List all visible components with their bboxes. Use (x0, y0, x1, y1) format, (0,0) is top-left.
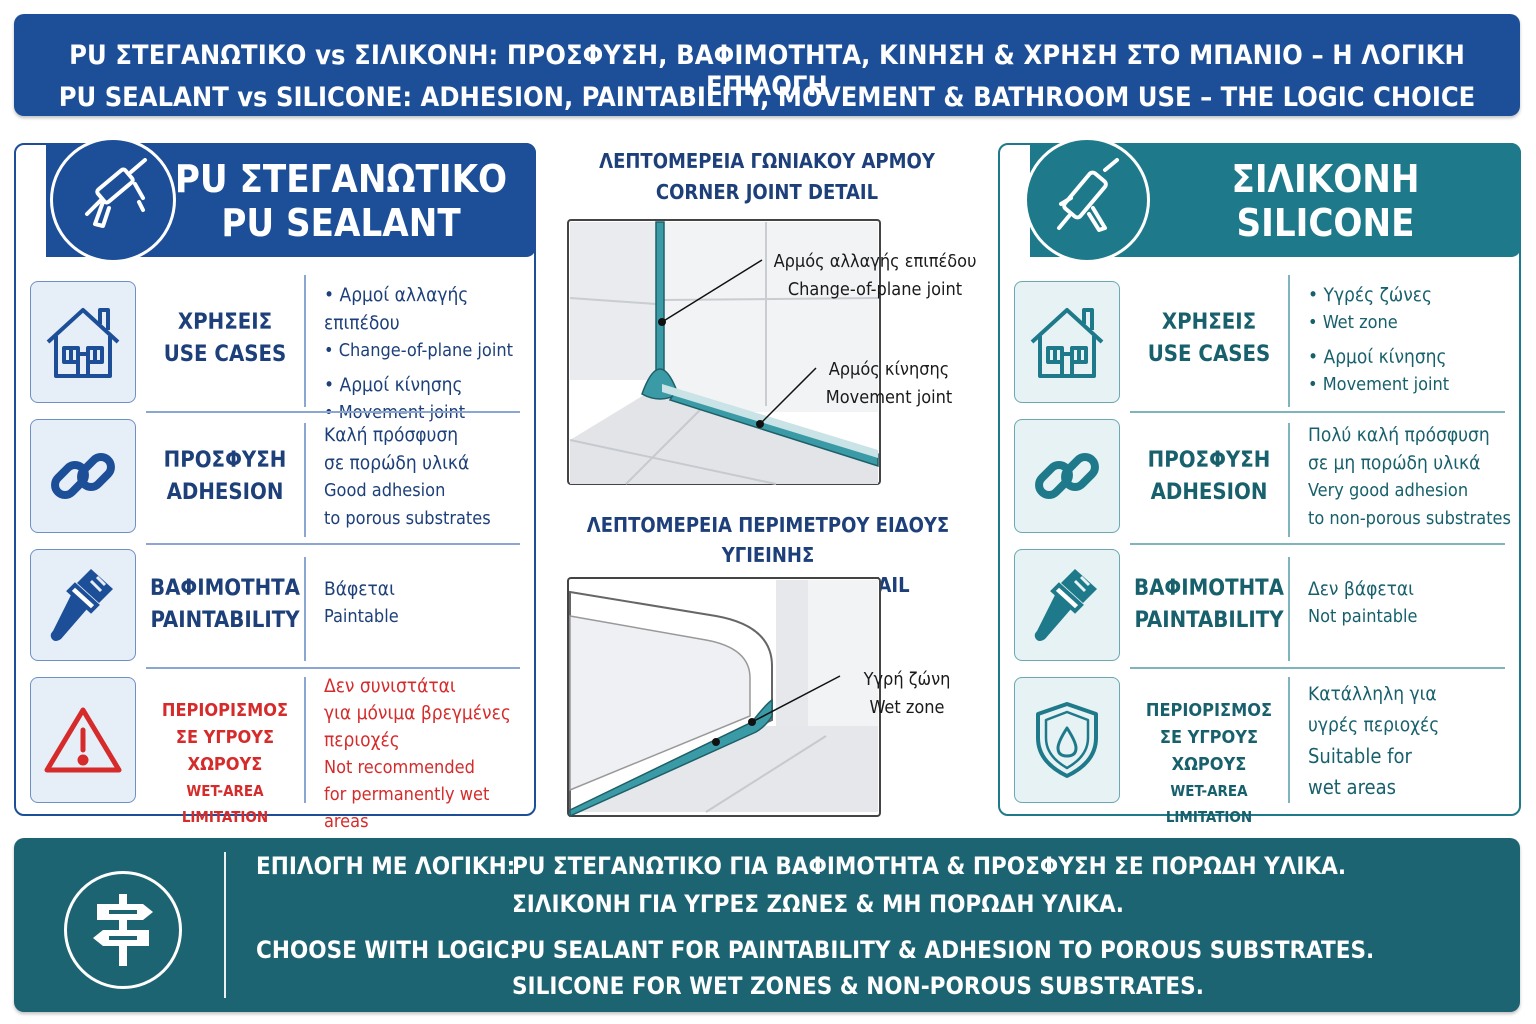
signpost-badge (64, 871, 182, 989)
pu-wet-area-text: Δεν συνιστάται για μόνιμα βρεγμένες περι… (324, 675, 511, 832)
floor-edge (662, 384, 878, 458)
divider (1288, 557, 1290, 661)
divider (1288, 677, 1290, 803)
silicone-tube-badge (1024, 137, 1150, 263)
silicone-use-cases-text: • Υγρές ζώνες • Wet zone • Αρμοί κίνησης… (1308, 284, 1450, 395)
warning-triangle-icon (44, 707, 122, 773)
divider (304, 677, 306, 803)
caulk-tube-icon (1057, 158, 1119, 232)
pu-title-greek: PU ΣΤΕΓΑΝΩΤΙΚΟ (174, 157, 508, 201)
caulk-gun-icon (85, 158, 147, 228)
corner-detail-caption: ΛΕΠΤΟΜΕΡΕΙΑ ΓΩΝΙΑΚΟΥ ΑΡΜΟΥ CORNER JOINT … (599, 149, 935, 204)
header-banner: PU ΣΤΕΓΑΝΩΤΙΚΟ vs ΣΙΛΙΚΟΝΗ: ΠΡΟΣΦΥΣΗ, ΒΑ… (14, 14, 1520, 116)
callout-line (759, 367, 817, 425)
pu-icon-box-adhesion (30, 419, 136, 533)
paint-brush-icon (1034, 569, 1097, 641)
tile-grout (569, 297, 657, 305)
chain-link-icon (51, 453, 115, 499)
silicone-title-greek: ΣΙΛΙΚΟΝΗ (1231, 157, 1420, 201)
house-icon (1030, 308, 1104, 378)
pu-label-wet-area: ΠΕΡΙΟΡΙΣΜΟΣ ΣΕ ΥΓΡΟΥΣ ΧΩΡΟΥΣ WET-AREA LI… (161, 700, 289, 826)
floor (570, 384, 878, 484)
water-shield-icon (1036, 702, 1098, 778)
silicone-panel: ΣΙΛΙΚΟΝΗ SILICONE (998, 137, 1521, 826)
footer-greek-line-1: PU ΣΤΕΓΑΝΩΤΙΚΟ ΓΙΑ ΒΑΦΙΜΟΤΗΤΑ & ΠΡΟΣΦΥΣΗ… (512, 852, 1347, 880)
footer-greek-line-2: ΣΙΛΙΚΟΝΗ ΓΙΑ ΥΓΡΕΣ ΖΩΝΕΣ & ΜΗ ΠΟΡΩΔΗ ΥΛΙ… (512, 890, 1124, 918)
footer-divider (224, 852, 226, 998)
tile-grout (625, 403, 707, 485)
divider (1288, 423, 1290, 537)
silicone-label-use-cases: ΧΡΗΣΕΙΣ USE CASES (1147, 310, 1271, 367)
wall-edge (776, 580, 808, 730)
corner-joint-illustration (567, 219, 881, 485)
corner-note-movement: Αρμός κίνησης Movement joint (825, 359, 953, 408)
divider (1130, 543, 1505, 545)
vertical-sealant-bead (655, 221, 665, 373)
floor (570, 726, 878, 812)
silicone-icon-box-shield (1014, 677, 1120, 803)
pu-use-cases-text: • Αρμοί αλλαγής επιπέδου • Change-of-pla… (324, 284, 513, 423)
footer-banner: ΕΠΙΛΟΓΗ ΜΕ ΛΟΓΙΚΗ: PU ΣΤΕΓΑΝΩΤΙΚΟ ΓΙΑ ΒΑ… (14, 838, 1520, 1012)
signpost-icon (93, 894, 153, 966)
tile-grout (705, 735, 827, 813)
house-icon (46, 308, 120, 378)
corner-note-change-of-plane: Αρμός αλλαγής επιπέδου Change-of-plane j… (773, 251, 977, 300)
silicone-title-english: SILICONE (1236, 201, 1415, 245)
divider (1288, 275, 1290, 407)
tile-grout (569, 439, 777, 485)
divider (304, 423, 306, 537)
pu-sealant-panel: PU ΣΤΕΓΑΝΩΤΙΚΟ PU SEALANT (14, 137, 536, 832)
callout-line (751, 675, 841, 723)
callout-line (661, 259, 763, 323)
divider (146, 667, 520, 669)
pu-adhesion-text: Καλή πρόσφυση σε πορώδη υλικά Good adhes… (324, 424, 491, 529)
chain-link-icon (1035, 453, 1099, 499)
pu-icon-box-paint (30, 549, 136, 661)
divider (146, 543, 520, 545)
silicone-label-paintability: ΒΑΦΙΜΟΤΗΤΑ PAINTABILITY (1134, 576, 1284, 633)
pu-icon-box-warning (30, 677, 136, 803)
divider (1130, 411, 1505, 413)
footer-key-greek: ΕΠΙΛΟΓΗ ΜΕ ΛΟΓΙΚΗ: (256, 852, 516, 880)
divider (1130, 667, 1505, 669)
silicone-icon-box-use (1014, 281, 1120, 403)
pu-icon-box-use (30, 281, 136, 403)
footer-key-english: CHOOSE WITH LOGIC: (256, 936, 519, 964)
header-title-greek: PU ΣΤΕΓΑΝΩΤΙΚΟ vs ΣΙΛΙΚΟΝΗ: ΠΡΟΣΦΥΣΗ, ΒΑ… (69, 40, 1465, 102)
silicone-paintability-text: Δεν βάφεται Not paintable (1308, 578, 1418, 627)
pu-label-paintability: ΒΑΦΙΜΟΤΗΤΑ PAINTABILITY (150, 576, 300, 633)
divider (304, 275, 306, 407)
silicone-wet-area-text: Κατάλληλη για υγρές περιοχές Suitable fo… (1308, 683, 1440, 799)
silicone-adhesion-text: Πολύ καλή πρόσφυση σε μη πορώδη υλικά Ve… (1308, 424, 1511, 529)
pu-label-adhesion: ΠΡΟΣΦΥΣΗ ADHESION (163, 448, 287, 505)
silicone-label-adhesion: ΠΡΟΣΦΥΣΗ ADHESION (1147, 448, 1271, 505)
pu-label-use-cases: ΧΡΗΣΕΙΣ USE CASES (163, 310, 287, 367)
fixture-note-wet-zone: Υγρή ζώνη Wet zone (863, 669, 951, 718)
back-wall (662, 222, 878, 412)
pu-paintability-text: Βάφεται Paintable (324, 578, 399, 627)
bathtub-basin (569, 615, 751, 792)
pu-caulk-badge (50, 137, 176, 263)
silicone-icon-box-paint (1014, 549, 1120, 661)
footer-english-line-1: PU SEALANT FOR PAINTABILITY & ADHESION T… (512, 936, 1375, 964)
callout-dot (712, 738, 720, 746)
paint-brush-icon (50, 569, 113, 641)
silicone-label-wet-area: ΠΕΡΙΟΡΙΣΜΟΣ ΣΕ ΥΓΡΟΥΣ ΧΩΡΟΥΣ WET-AREA LI… (1145, 700, 1273, 826)
footer-english-line-2: SILICONE FOR WET ZONES & NON-POROUS SUBS… (512, 972, 1204, 1000)
perimeter-sealant-bead (569, 698, 773, 818)
header-title-english: PU SEALANT vs SILICONE: ADHESION, PAINTA… (58, 82, 1476, 113)
fixture-perimeter-illustration (567, 577, 881, 818)
silicone-icon-box-adhesion (1014, 419, 1120, 533)
divider (304, 557, 306, 661)
divider (146, 411, 520, 413)
pu-title-english: PU SEALANT (221, 201, 461, 245)
